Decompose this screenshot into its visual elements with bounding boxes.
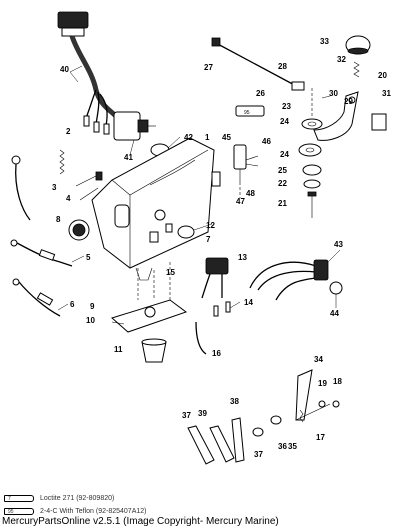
callout-18: 18 <box>333 377 342 386</box>
callout-37b: 37 <box>254 450 263 459</box>
callout-46: 46 <box>262 137 271 146</box>
callout-13: 13 <box>238 253 247 262</box>
callout-8: 8 <box>56 215 61 224</box>
callout-32: 32 <box>337 55 346 64</box>
lead-wire-16 <box>195 321 207 355</box>
callout-39: 39 <box>198 409 207 418</box>
callout-4: 4 <box>66 194 71 203</box>
ignition-switch <box>113 111 156 141</box>
washer-stack <box>298 118 323 218</box>
callout-12: 12 <box>206 221 215 230</box>
callout-16: 16 <box>212 349 221 358</box>
callout-31: 31 <box>382 89 391 98</box>
leader-lines <box>57 65 341 311</box>
callout-24b: 24 <box>280 150 289 159</box>
callout-3: 3 <box>52 183 57 192</box>
legend-text-loctite: Loctite 271 (92-809820) <box>40 494 115 502</box>
copyright-footer: MercuryPartsOnline v2.5.1 (Image Copyrig… <box>2 516 279 527</box>
callout-11: 11 <box>114 345 123 354</box>
callout-1: 1 <box>205 133 210 142</box>
callout-40: 40 <box>60 65 69 74</box>
callout-42: 42 <box>184 133 193 142</box>
trim-harness <box>249 259 343 301</box>
callout-26: 26 <box>256 89 265 98</box>
callout-19: 19 <box>318 379 327 388</box>
callout-24: 24 <box>280 117 289 126</box>
tube-icon: 95 <box>4 507 34 515</box>
callout-41: 41 <box>124 153 133 162</box>
legend: 7 Loctite 271 (92-809820) 95 2-4-C With … <box>0 490 400 518</box>
callout-44: 44 <box>330 309 339 318</box>
callout-6: 6 <box>70 300 75 309</box>
knob <box>177 225 195 239</box>
boot-cup <box>141 338 167 363</box>
callout-38: 38 <box>230 397 239 406</box>
callout-35: 35 <box>288 442 297 451</box>
callout-22: 22 <box>278 179 287 188</box>
callout-21: 21 <box>278 199 287 208</box>
callout-5: 5 <box>86 253 91 262</box>
tube-icon: 7 <box>4 494 34 502</box>
callout-15: 15 <box>166 268 175 277</box>
callout-37: 37 <box>182 411 191 420</box>
trim-switch <box>211 144 259 187</box>
callout-47: 47 <box>236 197 245 206</box>
callout-48: 48 <box>246 189 255 198</box>
spring <box>59 149 65 175</box>
control-housing <box>91 137 215 269</box>
callout-17: 17 <box>316 433 325 442</box>
callout-7: 7 <box>206 235 211 244</box>
wiring-harness <box>57 11 120 135</box>
callout-34: 34 <box>314 355 323 364</box>
screw-assembly <box>75 171 103 201</box>
callout-29: 29 <box>344 97 353 106</box>
callout-9: 9 <box>90 302 95 311</box>
ball-knob <box>345 35 371 55</box>
legend-text-grease: 2-4-C With Teflon (92-825407A12) <box>40 507 147 515</box>
callout-28: 28 <box>278 62 287 71</box>
callout-30: 30 <box>329 89 338 98</box>
lower-lever-assembly <box>187 369 340 465</box>
callout-36: 36 <box>278 442 287 451</box>
callout-43: 43 <box>334 240 343 249</box>
callout-33: 33 <box>320 37 329 46</box>
parts-diagram: 95 <box>10 11 391 465</box>
bolt-and-tube: 95 <box>235 105 387 131</box>
callout-labels: 1 2 3 4 5 6 7 8 9 10 11 12 13 14 15 16 1… <box>52 37 391 459</box>
neutral-switch <box>201 257 229 299</box>
gauge <box>68 219 90 241</box>
assembly-lines <box>137 88 313 300</box>
callout-20: 20 <box>378 71 387 80</box>
callout-14: 14 <box>244 298 253 307</box>
legend-item-grease: 95 2-4-C With Teflon (92-825407A12) <box>4 505 146 517</box>
callout-27: 27 <box>204 63 213 72</box>
cover-plate <box>110 299 188 333</box>
clips <box>135 267 231 317</box>
svg-text:95: 95 <box>244 110 250 116</box>
callout-2: 2 <box>66 127 71 136</box>
callout-10: 10 <box>86 316 95 325</box>
lead-wires <box>10 155 73 317</box>
stud <box>353 61 360 78</box>
shift-rod <box>211 37 305 91</box>
throttle-lever <box>313 91 359 141</box>
callout-23: 23 <box>282 102 291 111</box>
callout-25: 25 <box>278 166 287 175</box>
legend-item-loctite: 7 Loctite 271 (92-809820) <box>4 492 114 504</box>
callout-45: 45 <box>222 133 231 142</box>
